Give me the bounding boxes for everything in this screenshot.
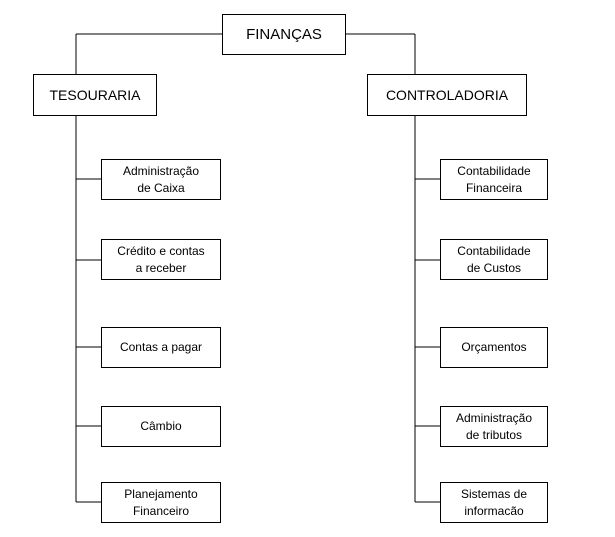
node-left-item: Câmbio — [101, 406, 221, 447]
node-right-item: Orçamentos — [440, 327, 548, 368]
node-right-item: Administração de tributos — [440, 406, 548, 447]
node-right-item: Contabilidade Financeira — [440, 159, 548, 200]
node-left-item: Crédito e contas a receber — [101, 239, 221, 280]
node-left-item: Contas a pagar — [101, 327, 221, 368]
node-left-item: Planejamento Financeiro — [101, 482, 221, 523]
node-left-item: Administração de Caixa — [101, 159, 221, 200]
node-right-item: Sistemas de informacão — [440, 482, 548, 523]
node-tesouraria: TESOURARIA — [33, 74, 157, 116]
node-controladoria: CONTROLADORIA — [367, 74, 527, 116]
node-right-item: Contabilidade de Custos — [440, 239, 548, 280]
node-root: FINANÇAS — [222, 14, 346, 55]
